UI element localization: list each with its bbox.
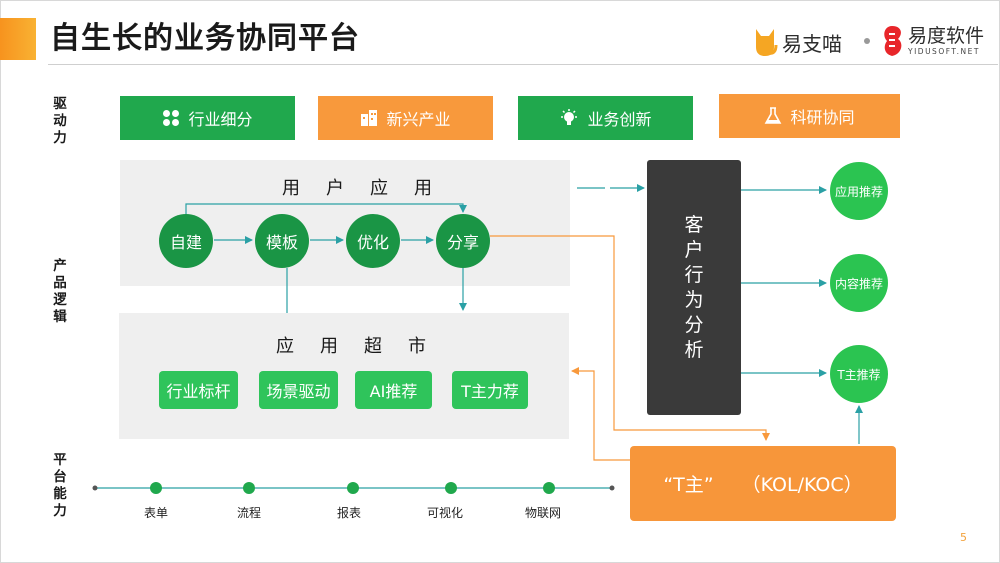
market-item-scenario-driven: 场景驱动 (259, 371, 338, 409)
platform-item-report: 报表 (336, 506, 361, 520)
analysis-label: 客户行为分析 (684, 213, 704, 361)
logo-separator-dot (864, 38, 870, 44)
platform-node-dot (150, 482, 162, 494)
grid-dots-icon (163, 110, 180, 126)
page-number: 5 (960, 531, 967, 544)
platform-item-form: 表单 (143, 506, 168, 520)
driver-label: 行业细分 (188, 110, 253, 129)
yidu-badge-icon (884, 26, 902, 56)
t-owner-tag: （KOL/KOC） (741, 474, 863, 496)
rec-t-owner-recommend: T主推荐 (830, 345, 888, 403)
platform-item-iot: 物联网 (524, 506, 561, 520)
app-market-title: 应用超市 (276, 336, 452, 357)
step-template: 模板 (255, 214, 309, 268)
user-application-title: 用户应用 (282, 178, 458, 199)
yidusoft-logo: 易度软件 YIDUSOFT.NET (880, 20, 984, 62)
driver-label: 科研协同 (790, 108, 855, 127)
yidusoft-logo-text: 易度软件 (908, 25, 985, 47)
platform-item-workflow: 流程 (236, 506, 261, 520)
lightbulb-icon (561, 109, 578, 125)
side-label-platform-capability: 平 台 能 力 (53, 452, 67, 519)
cat-logo-icon (756, 29, 778, 56)
side-label-product-logic: 产 品 逻 辑 (53, 258, 67, 325)
platform-node-dot (243, 482, 255, 494)
platform-node-dot (347, 482, 359, 494)
yizhimiao-logo-text: 易支喵 (782, 31, 842, 56)
driver-label: 业务创新 (587, 110, 652, 129)
platform-line-end-dot (609, 485, 615, 491)
yidusoft-logo-subtext: YIDUSOFT.NET (908, 47, 980, 56)
rec-content-recommend: 内容推荐 (830, 254, 888, 312)
market-item-ai-recommend: AI推荐 (355, 371, 432, 409)
driver-industry-segment: 行业细分 (120, 96, 295, 140)
step-share: 分享 (436, 214, 490, 268)
flask-icon (765, 107, 782, 124)
yizhimiao-logo: 易支喵 (752, 22, 842, 62)
page-title: 自生长的业务协同平台 (50, 21, 360, 56)
platform-node-dot (543, 482, 555, 494)
driver-label: 新兴产业 (386, 110, 451, 129)
t-owner-box: “T主” （KOL/KOC） (630, 446, 896, 521)
step-optimize: 优化 (346, 214, 400, 268)
driver-business-innovation: 业务创新 (518, 96, 693, 140)
step-self-build: 自建 (159, 214, 213, 268)
buildings-icon (361, 110, 378, 126)
title-divider (48, 64, 998, 65)
side-label-drive: 驱 动 力 (53, 96, 67, 146)
rec-app-recommend: 应用推荐 (830, 162, 888, 220)
market-item-t-owner-recommend: T主力荐 (452, 371, 528, 409)
platform-item-visualization: 可视化 (426, 506, 463, 520)
customer-behavior-analysis-box: 客户行为分析 (647, 160, 741, 415)
driver-emerging-industry: 新兴产业 (318, 96, 493, 140)
t-owner-name: “T主” (663, 474, 714, 496)
platform-node-dot (445, 482, 457, 494)
market-item-industry-benchmark: 行业标杆 (159, 371, 238, 409)
platform-line-start-dot (92, 485, 98, 491)
title-accent-bar (0, 18, 36, 60)
driver-research-collaboration: 科研协同 (719, 94, 900, 138)
